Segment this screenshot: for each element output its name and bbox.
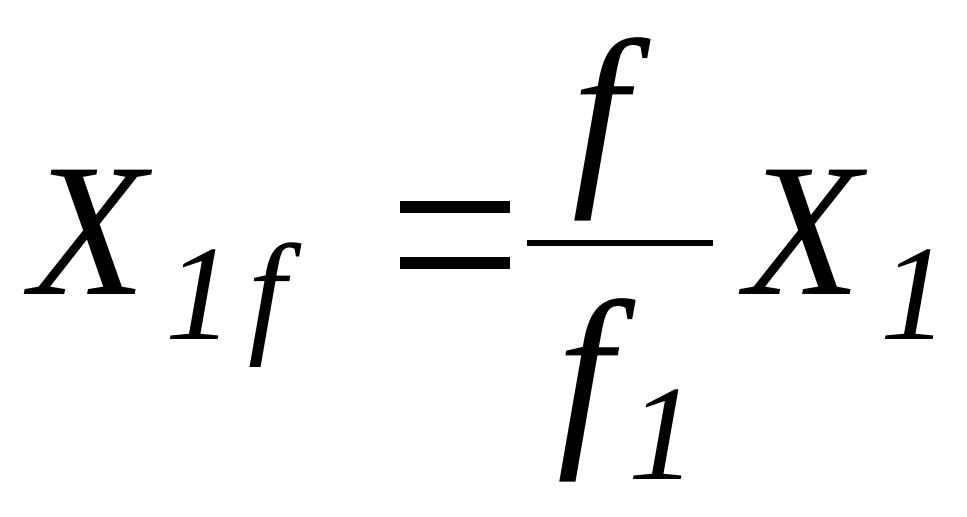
rhs-subscript-1: 1 [880, 219, 948, 369]
denominator-subscript-1: 1 [628, 359, 696, 509]
fraction-bar [527, 240, 713, 246]
lhs-subscript-f: f [248, 218, 286, 368]
denominator-f: f [557, 262, 613, 483]
rhs-variable-x: X [745, 126, 862, 336]
lhs-variable-x: X [30, 126, 147, 336]
numerator-f: f [572, 1, 628, 222]
lhs-subscript-1: 1 [165, 219, 233, 369]
